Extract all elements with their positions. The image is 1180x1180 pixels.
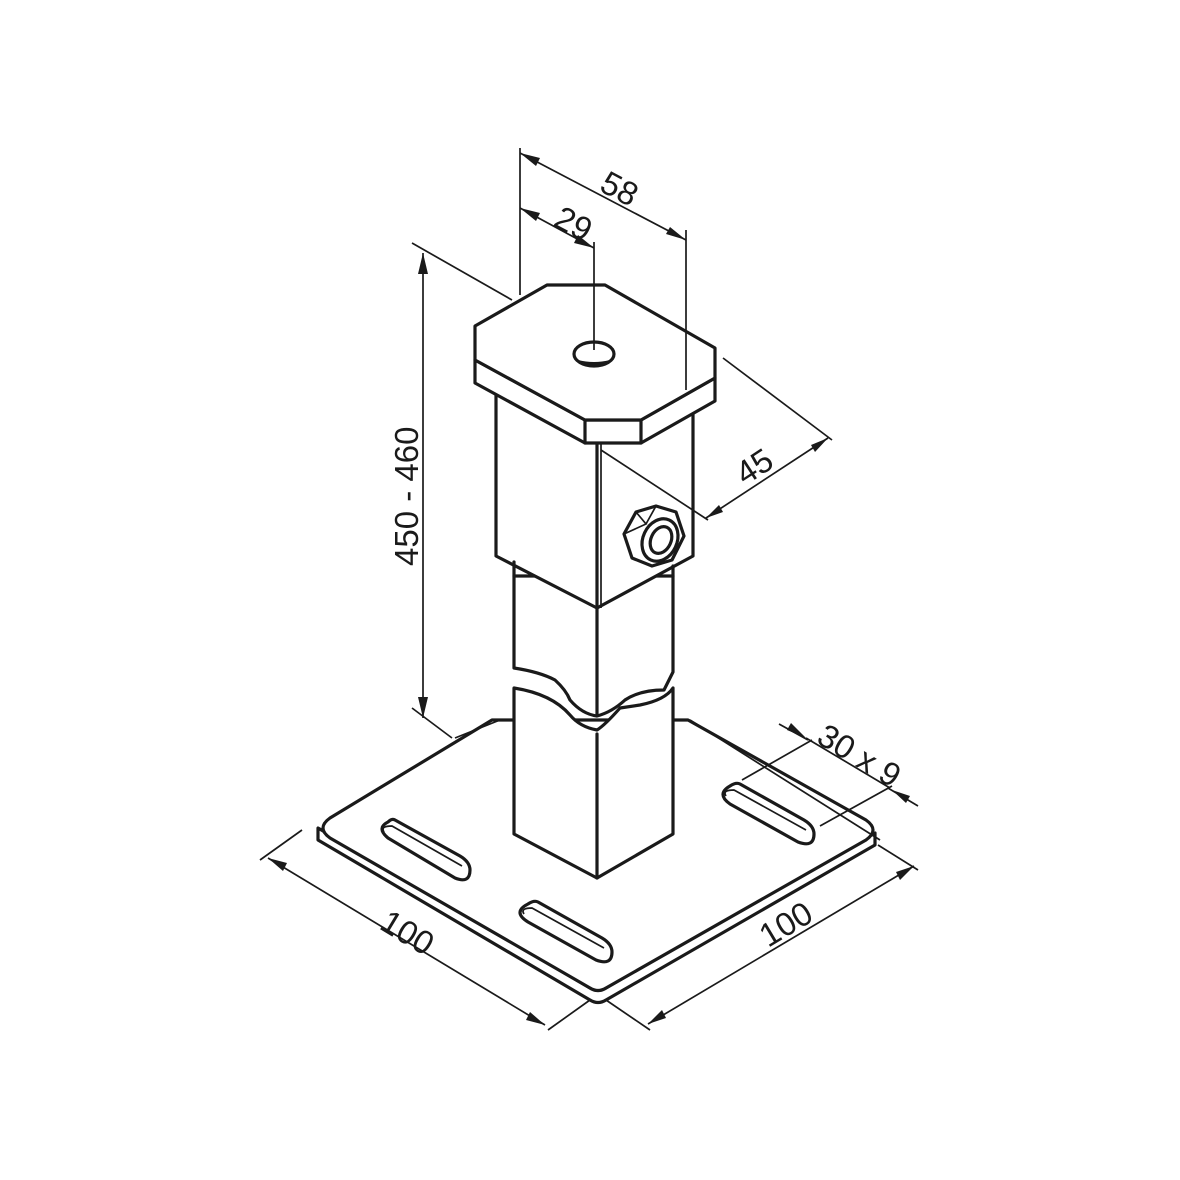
dimension-45 (600, 357, 833, 521)
dimension-height (411, 242, 513, 739)
slot-hole-bottom (518, 899, 614, 964)
top-plate (473, 283, 717, 445)
dim-label-slot: 30 x 9 (811, 716, 907, 794)
base-extension-lines (454, 719, 881, 841)
dim-label-29: 29 (549, 199, 599, 249)
slot-hole-left (380, 817, 472, 882)
dim-label-58: 58 (595, 164, 645, 214)
dimension-100-left (259, 829, 591, 1031)
dimension-slot (741, 723, 919, 827)
slot-hole-right (721, 781, 816, 846)
dim-label-100-left: 100 (374, 902, 440, 962)
dimension-100-right (605, 844, 919, 1031)
dim-label-height: 450 - 460 (388, 427, 425, 566)
lock-nut (622, 504, 686, 568)
dimension-58-29 (519, 148, 687, 390)
lower-tube (512, 574, 675, 880)
dim-label-45: 45 (729, 441, 780, 492)
